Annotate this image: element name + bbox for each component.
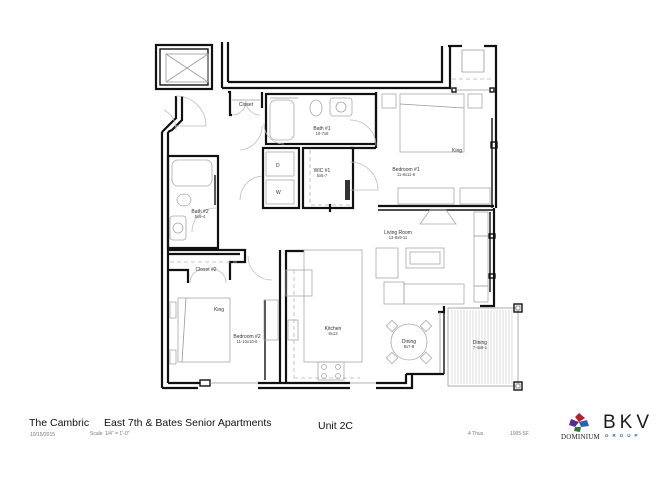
svg-text:Dining: Dining (402, 339, 416, 345)
project-name: East 7th & Bates Senior Apartments (104, 417, 272, 429)
interior-walls (166, 90, 494, 383)
svg-text:King: King (214, 307, 224, 313)
svg-text:11-8x11-6: 11-8x11-6 (397, 172, 416, 177)
svg-text:11-10x10-6: 11-10x10-6 (237, 339, 259, 344)
svg-text:Closet #2: Closet #2 (195, 267, 216, 273)
svg-text:Bath #1: Bath #1 (313, 126, 330, 132)
svg-text:13-6x9-11: 13-6x9-11 (389, 235, 408, 240)
svg-text:Closet: Closet (239, 102, 254, 108)
svg-text:WIC #1: WIC #1 (314, 168, 331, 174)
svg-text:Living Room: Living Room (384, 230, 412, 236)
bkv-logo-subtext: GROUP (605, 433, 642, 438)
svg-text:W: W (276, 190, 281, 196)
dominium-logo-icon (569, 413, 589, 432)
svg-text:8x13: 8x13 (328, 331, 338, 336)
floor-label: 4 Thus (468, 431, 484, 437)
bkv-logo-text: BKV (603, 412, 654, 433)
door-swings (163, 95, 379, 284)
svg-text:8x7-8: 8x7-8 (404, 344, 415, 349)
room-labels: Closet Bath #1 10-7x6 King Bedroom #1 11… (191, 102, 462, 349)
plan-date: 10/15/2015 (30, 432, 56, 438)
svg-text:D: D (276, 163, 280, 169)
svg-text:Bedroom #2: Bedroom #2 (233, 334, 260, 340)
svg-text:5x9-4: 5x9-4 (195, 214, 206, 219)
building-name: The Cambric (29, 417, 90, 429)
balcony: Dining 7-4x8-1 (447, 303, 523, 391)
unit-name: Unit 2C (318, 420, 354, 432)
scale-label: Scale (90, 431, 103, 437)
svg-text:King: King (452, 148, 462, 154)
svg-text:5x5-7: 5x5-7 (317, 173, 328, 178)
svg-text:Dining: Dining (473, 340, 487, 346)
area-label: 1005 SF (510, 431, 529, 437)
svg-text:Kitchen: Kitchen (325, 326, 342, 332)
svg-text:Bath #2: Bath #2 (191, 209, 208, 215)
svg-text:7-4x8-1: 7-4x8-1 (473, 345, 488, 350)
dominium-logo-text: DOMINIUM (561, 433, 600, 441)
exterior-walls (154, 42, 498, 390)
svg-text:10-7x6: 10-7x6 (316, 131, 329, 136)
svg-text:Bedroom #1: Bedroom #1 (392, 167, 419, 173)
fixtures: D W (169, 93, 491, 381)
scale-value: 1/4" = 1'-0" (105, 431, 130, 437)
